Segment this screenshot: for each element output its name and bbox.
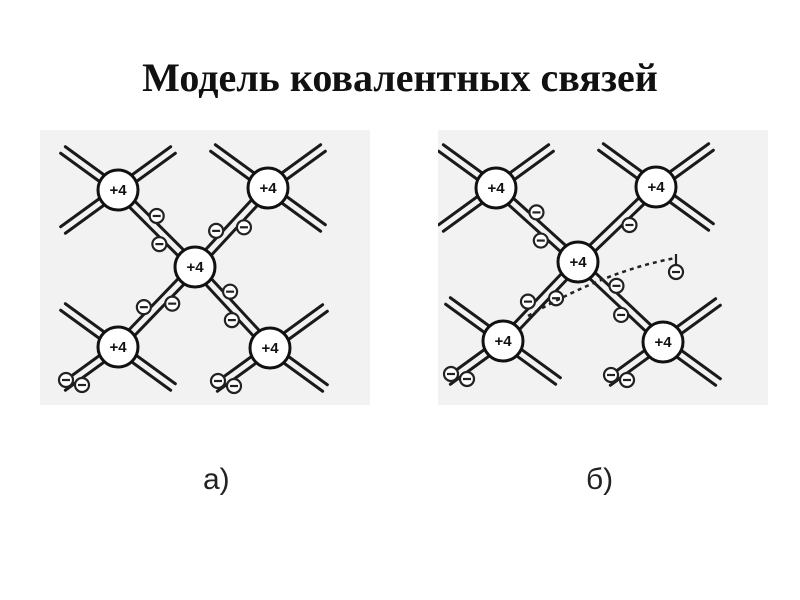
electron [223,311,240,329]
atom-circle [246,166,290,210]
slide-title: Модель ковалентных связей [142,55,658,100]
electron [519,293,537,310]
atom: +4 [173,245,217,289]
atom-charge-label: +4 [186,259,204,276]
atom: +4 [96,168,140,212]
atom-circle [641,320,685,364]
atom-circle [173,245,217,289]
atom: +4 [474,166,518,210]
atom: +4 [96,325,140,369]
electron [225,377,243,395]
caption-a: а) [203,463,230,496]
atom: +4 [248,326,292,370]
electron [613,306,630,324]
electron [208,222,225,239]
electron [532,232,549,249]
atom-circle [556,240,600,284]
atom: +4 [634,165,678,209]
atom-charge-label: +4 [109,182,127,199]
electron [547,290,565,307]
electron [621,216,638,234]
lattice-svg-b: +4 +4 +4 +4 +4 [438,142,722,389]
electron [222,283,239,300]
atom-charge-label: +4 [647,179,665,196]
atom-circle [248,326,292,370]
electron [151,236,168,253]
electron [73,376,91,394]
electron [164,295,181,312]
atom: +4 [246,166,290,210]
atom-charge-label: +4 [494,333,512,350]
electron [608,277,625,294]
atom: +4 [641,320,685,364]
atom-charge-label: +4 [569,254,587,271]
atom-charge-label: +4 [109,339,127,356]
atom-circle [634,165,678,209]
electron [528,204,545,221]
covalent-bond-diagram-a: +4 +4 +4 +4 +4 [40,130,370,405]
free-electron [667,263,685,281]
atom-charge-label: +4 [487,180,505,197]
electron [458,370,476,388]
atom: +4 [481,319,525,363]
electron [618,371,636,389]
atom: +4 [556,240,600,284]
caption-b: б) [586,463,614,496]
atom-charge-label: +4 [259,180,277,197]
lattice-svg-a: +4 +4 +4 +4 +4 [57,143,329,395]
atom-circle [96,325,140,369]
electron [442,365,460,383]
free-electron-group [527,254,685,318]
atom-circle [96,168,140,212]
electron [135,299,152,316]
electron [57,371,75,389]
atom-charge-label: +4 [261,340,279,357]
atom-circle [474,166,518,210]
atom-circle [481,319,525,363]
electron [148,207,165,225]
electron [235,219,253,236]
electron [209,372,227,390]
valence-electrons [442,204,638,389]
covalent-bond-diagram-b: +4 +4 +4 +4 +4 [438,130,768,405]
valence-electrons [57,207,253,395]
atom-charge-label: +4 [654,334,672,351]
electron [602,366,620,384]
